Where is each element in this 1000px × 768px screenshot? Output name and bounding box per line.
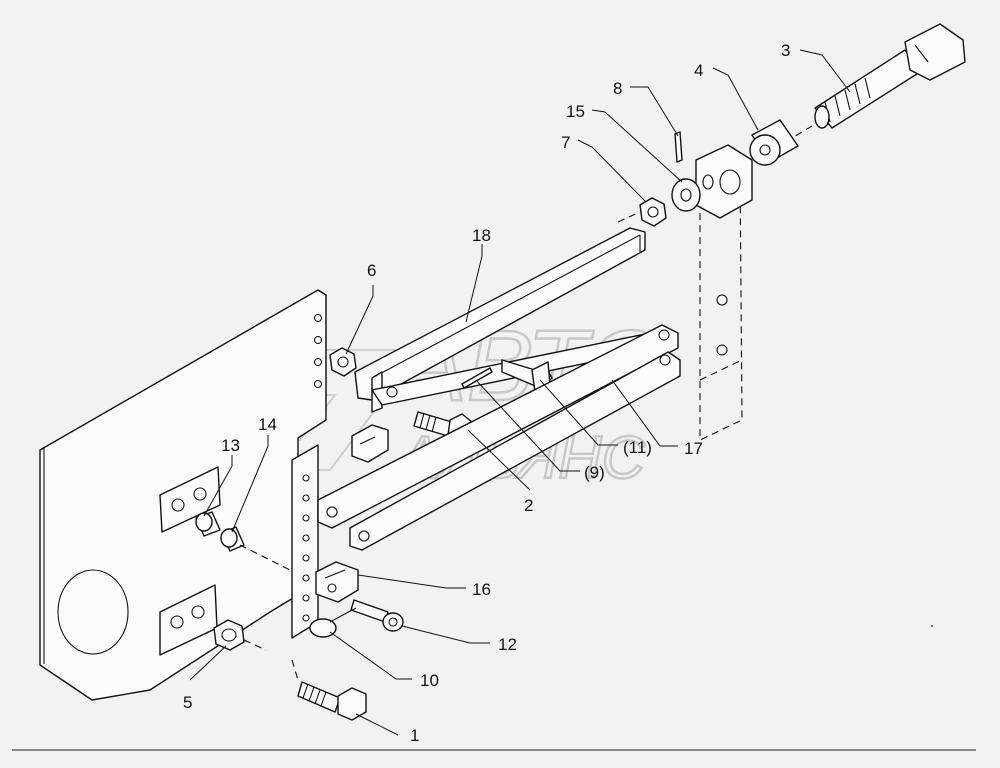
bushing-14 [220,526,245,552]
pin-9 [461,367,493,389]
callout-10: 10 [420,671,439,690]
pin-12 [350,599,404,632]
bolt-1 [297,681,367,721]
leader-1 [355,713,399,736]
callout-9: (9) [584,463,605,482]
clevis-16 [315,561,359,603]
leader-18 [465,244,483,323]
leader-lines [189,49,851,736]
callout-7: 7 [561,133,570,152]
flat-bar-lower [349,351,681,551]
leader-3 [799,49,851,93]
callout-4: 4 [694,61,703,80]
leader-14 [231,435,269,533]
callouts: 1 2 3 4 5 6 7 8 (9) 10 (11) 12 13 14 15 … [183,41,790,745]
bolt-3 [814,23,966,129]
spacer-4 [749,119,799,166]
leader-6 [345,285,374,355]
flat-bar-17 [317,324,679,529]
nut-7 [639,197,667,227]
callout-5: 5 [183,693,192,712]
callout-16: 16 [472,580,491,599]
callout-3: 3 [781,41,790,60]
pin-8 [674,131,683,163]
nut-6 [329,347,357,377]
leader-10 [329,631,412,680]
perforated-bar [291,444,319,639]
leader-8 [630,86,679,137]
leader-2 [467,429,531,491]
callout-8: 8 [613,79,622,98]
leader-11 [539,379,618,446]
spring-ring-10 [309,607,357,638]
callout-12: 12 [498,635,517,654]
leader-16 [357,574,466,589]
washer-15 [671,178,701,212]
bushing-13 [195,511,221,537]
callout-17: 17 [684,439,703,458]
leader-9 [475,379,580,472]
leader-17 [611,379,678,447]
callout-14: 14 [258,415,277,434]
leader-12 [401,625,490,644]
mounting-plate-upper [159,466,221,533]
stray-dot [931,625,933,627]
callout-13: 13 [221,436,240,455]
callout-1: 1 [410,726,419,745]
leader-7 [577,139,647,203]
clevis-bracket [351,424,389,463]
callout-18: 18 [472,226,491,245]
leader-13 [203,455,233,517]
leader-4 [712,67,759,131]
leader-5 [189,645,227,681]
callout-2: 2 [524,496,533,515]
callout-15: 15 [566,102,585,121]
callout-6: 6 [367,261,376,280]
callout-11: (11) [623,438,652,457]
nut-5 [213,619,245,651]
leader-15 [591,109,683,183]
